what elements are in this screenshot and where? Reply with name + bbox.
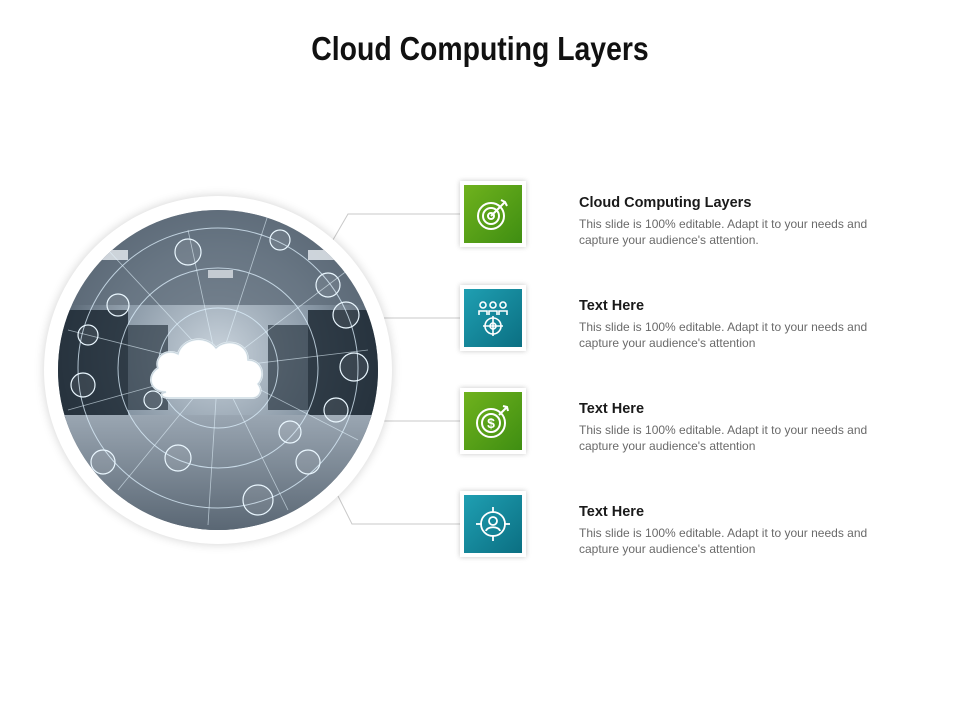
- item-description: This slide is 100% editable. Adapt it to…: [579, 320, 868, 350]
- target-arrow-icon: [477, 199, 508, 230]
- svg-text:$: $: [487, 415, 495, 431]
- item-text-2: Text Here This slide is 100% editable. A…: [579, 298, 879, 351]
- item-text-4: Text Here This slide is 100% editable. A…: [579, 504, 879, 557]
- item-text-3: Text Here This slide is 100% editable. A…: [579, 401, 879, 454]
- item-title: Text Here: [579, 401, 645, 417]
- icon-card-1: [460, 181, 526, 247]
- icon-card-4: [460, 491, 526, 557]
- user-target-icon: [476, 507, 510, 541]
- connector-line-1: [329, 213, 460, 246]
- hero-image: [58, 210, 378, 530]
- dollar-target-icon: $: [476, 405, 509, 438]
- hero-image-frame: [44, 196, 392, 544]
- item-title: Text Here: [579, 298, 645, 314]
- cloud-icon: [150, 338, 264, 399]
- icon-card-3: $: [460, 388, 526, 454]
- connector-line-4: [337, 495, 460, 525]
- item-description: This slide is 100% editable. Adapt it to…: [579, 423, 868, 453]
- icon-card-2: [460, 285, 526, 351]
- item-title: Text Here: [579, 504, 645, 520]
- item-description: This slide is 100% editable. Adapt it to…: [579, 526, 868, 556]
- item-description: This slide is 100% editable. Adapt it to…: [579, 217, 868, 247]
- item-text-1: Cloud Computing Layers This slide is 100…: [579, 195, 879, 248]
- team-target-icon: [478, 301, 508, 336]
- item-title: Cloud Computing Layers: [579, 195, 752, 211]
- slide-title: Cloud Computing Layers: [311, 30, 649, 67]
